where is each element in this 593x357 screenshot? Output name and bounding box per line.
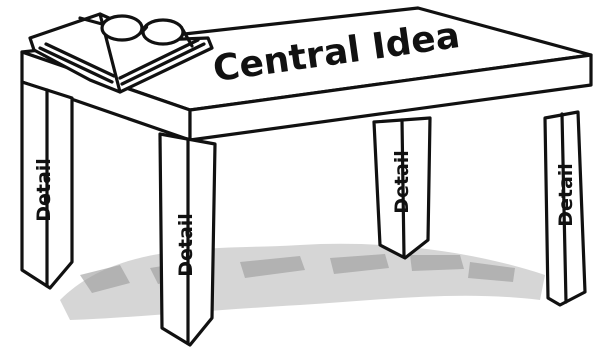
table-shadow — [60, 244, 545, 320]
leg-label-front-left: Detail — [33, 158, 55, 222]
leg-label-back-middle: Detail — [391, 150, 413, 214]
leg-label-back-right: Detail — [555, 163, 577, 227]
leg-label-front-middle: Detail — [175, 213, 197, 277]
